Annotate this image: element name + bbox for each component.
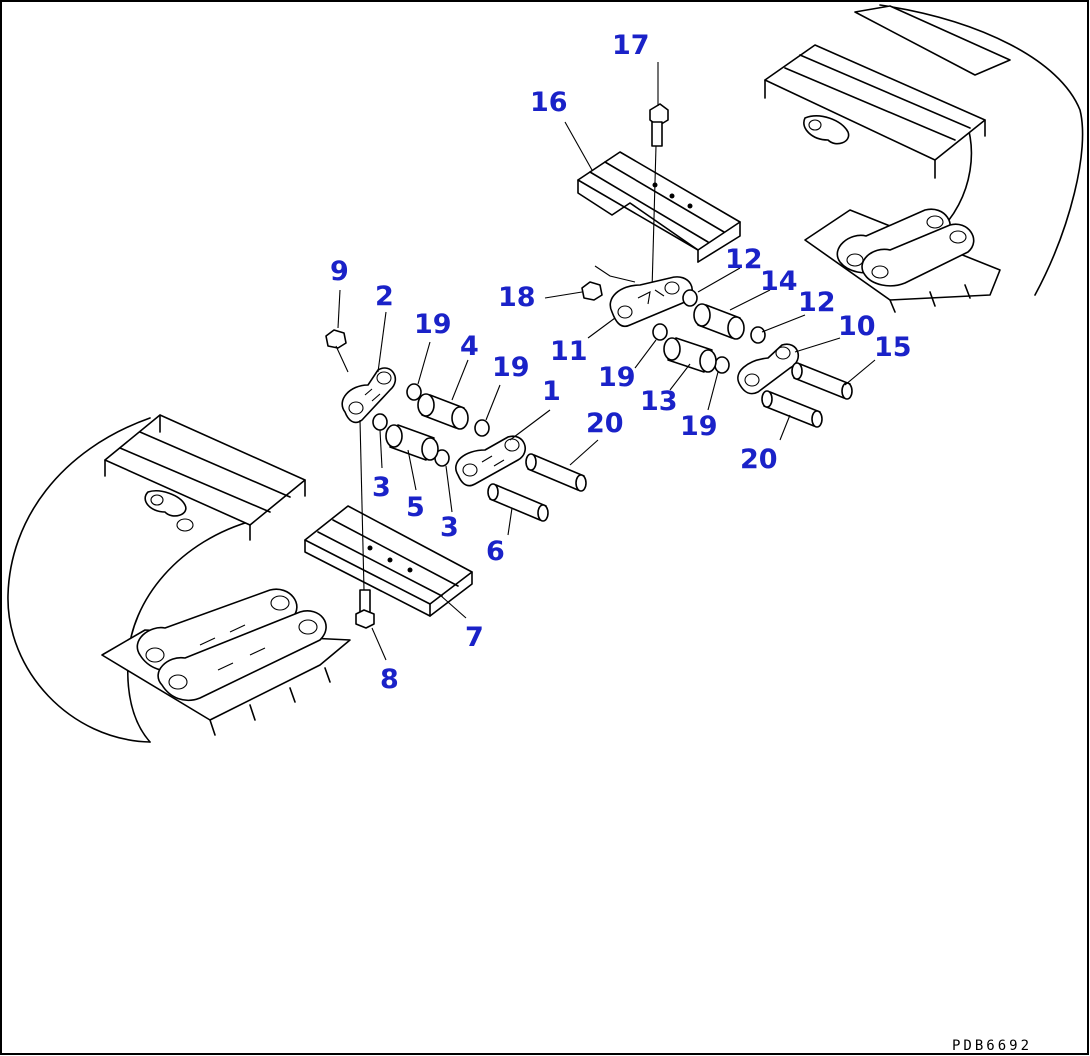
callout-20-b: 20: [740, 444, 778, 475]
callout-3-b: 3: [440, 512, 459, 543]
right-lug-hole: [808, 119, 822, 131]
right-link-hole-3: [871, 265, 889, 279]
callout-16: 16: [530, 87, 568, 118]
part-20-pin-left: [525, 453, 587, 492]
part-9-nut: [325, 329, 347, 349]
part-19-seal-b: [474, 419, 490, 437]
right-shoe-edges: [764, 79, 986, 179]
right-link-hole-1: [846, 253, 864, 267]
part-18-nut: [581, 281, 603, 301]
left-link-hole-2: [270, 595, 290, 611]
part-9-leader: [335, 345, 349, 373]
part-14-bushing: [693, 303, 745, 340]
left-shoe-grouser-2: [139, 431, 291, 498]
callout-3-a: 3: [372, 472, 391, 503]
right-shoe-grouser-2: [799, 54, 971, 129]
left-track-lug: [144, 490, 187, 517]
callout-2: 2: [375, 281, 394, 312]
part-12-seal-a: [682, 289, 698, 307]
callout-7: 7: [465, 622, 484, 653]
right-shoe-top-2: [854, 5, 1011, 76]
left-lug-hole-2: [176, 518, 194, 532]
callout-15: 15: [874, 332, 912, 363]
callout-13: 13: [640, 386, 678, 417]
drawing-code: PDB6692: [952, 1038, 1032, 1054]
callout-14: 14: [760, 266, 798, 297]
right-track-lug: [803, 115, 850, 145]
part-11-link: [609, 276, 693, 328]
part-15-pin: [791, 362, 853, 400]
part-12-seal-b: [750, 326, 766, 344]
callout-19-c: 19: [598, 362, 636, 393]
callout-8: 8: [380, 664, 399, 695]
callout-6: 6: [486, 536, 505, 567]
left-shoe-top: [104, 414, 306, 526]
left-shoe-bottom-grousers: [209, 667, 331, 736]
part-16-track-shoe: [577, 151, 741, 263]
callout-19-b: 19: [492, 352, 530, 383]
left-chain-link-2: [157, 610, 327, 702]
callout-19-a: 19: [414, 309, 452, 340]
part-1-link: [455, 435, 526, 487]
part-10-link: [737, 343, 800, 395]
callout-11: 11: [550, 336, 588, 367]
part-6-pin: [487, 483, 549, 522]
leader-lines: [337, 62, 876, 661]
left-link-hole-3: [168, 674, 188, 690]
callout-labels: 17 16 9 2 18 12 14 12 10 15 19 4 19 11 1…: [330, 30, 912, 695]
right-chain-link-2: [861, 223, 975, 287]
right-shoe-grouser-1: [784, 67, 956, 141]
callout-18: 18: [498, 282, 536, 313]
part-4-bushing: [417, 393, 469, 430]
callout-5: 5: [406, 492, 425, 523]
callout-17: 17: [612, 30, 650, 61]
callout-12-lower: 12: [798, 287, 836, 318]
right-link-hole-4: [949, 230, 967, 244]
left-link-hole-4: [298, 619, 318, 635]
part-13-bushing: [663, 337, 717, 373]
callout-9: 9: [330, 256, 349, 287]
axis-line-left: [359, 419, 365, 591]
left-track-assembly: [7, 414, 351, 743]
callout-10: 10: [838, 311, 876, 342]
callout-19-d: 19: [680, 411, 718, 442]
left-link-hole-1: [145, 647, 165, 663]
part-2-link: [341, 367, 396, 424]
part-19-seal-a: [406, 383, 422, 401]
part-19-seal-c: [652, 323, 668, 341]
callout-1: 1: [542, 376, 561, 407]
callout-12-upper: 12: [725, 244, 763, 275]
right-track-assembly: [764, 4, 1084, 313]
right-link-hole-2: [926, 215, 944, 229]
part-20-pin-right: [761, 390, 823, 428]
part-5-bushing: [385, 424, 439, 461]
left-link-details: [199, 624, 266, 671]
callout-4: 4: [460, 331, 479, 362]
part-3-seal-a: [372, 413, 388, 431]
left-track-curve: [7, 417, 151, 743]
left-shoe-grouser-1: [119, 447, 271, 513]
callout-20-a: 20: [586, 408, 624, 439]
right-shoe-bottom-grousers: [889, 284, 971, 313]
part-19-seal-d: [714, 356, 730, 374]
left-shoe-edges: [104, 414, 306, 541]
right-track-curve: [879, 4, 1084, 296]
left-lug-hole: [150, 494, 164, 506]
part-17-bolt: [649, 103, 669, 291]
part-7-track-shoe: [304, 505, 473, 617]
part-8-bolt: [355, 589, 375, 629]
